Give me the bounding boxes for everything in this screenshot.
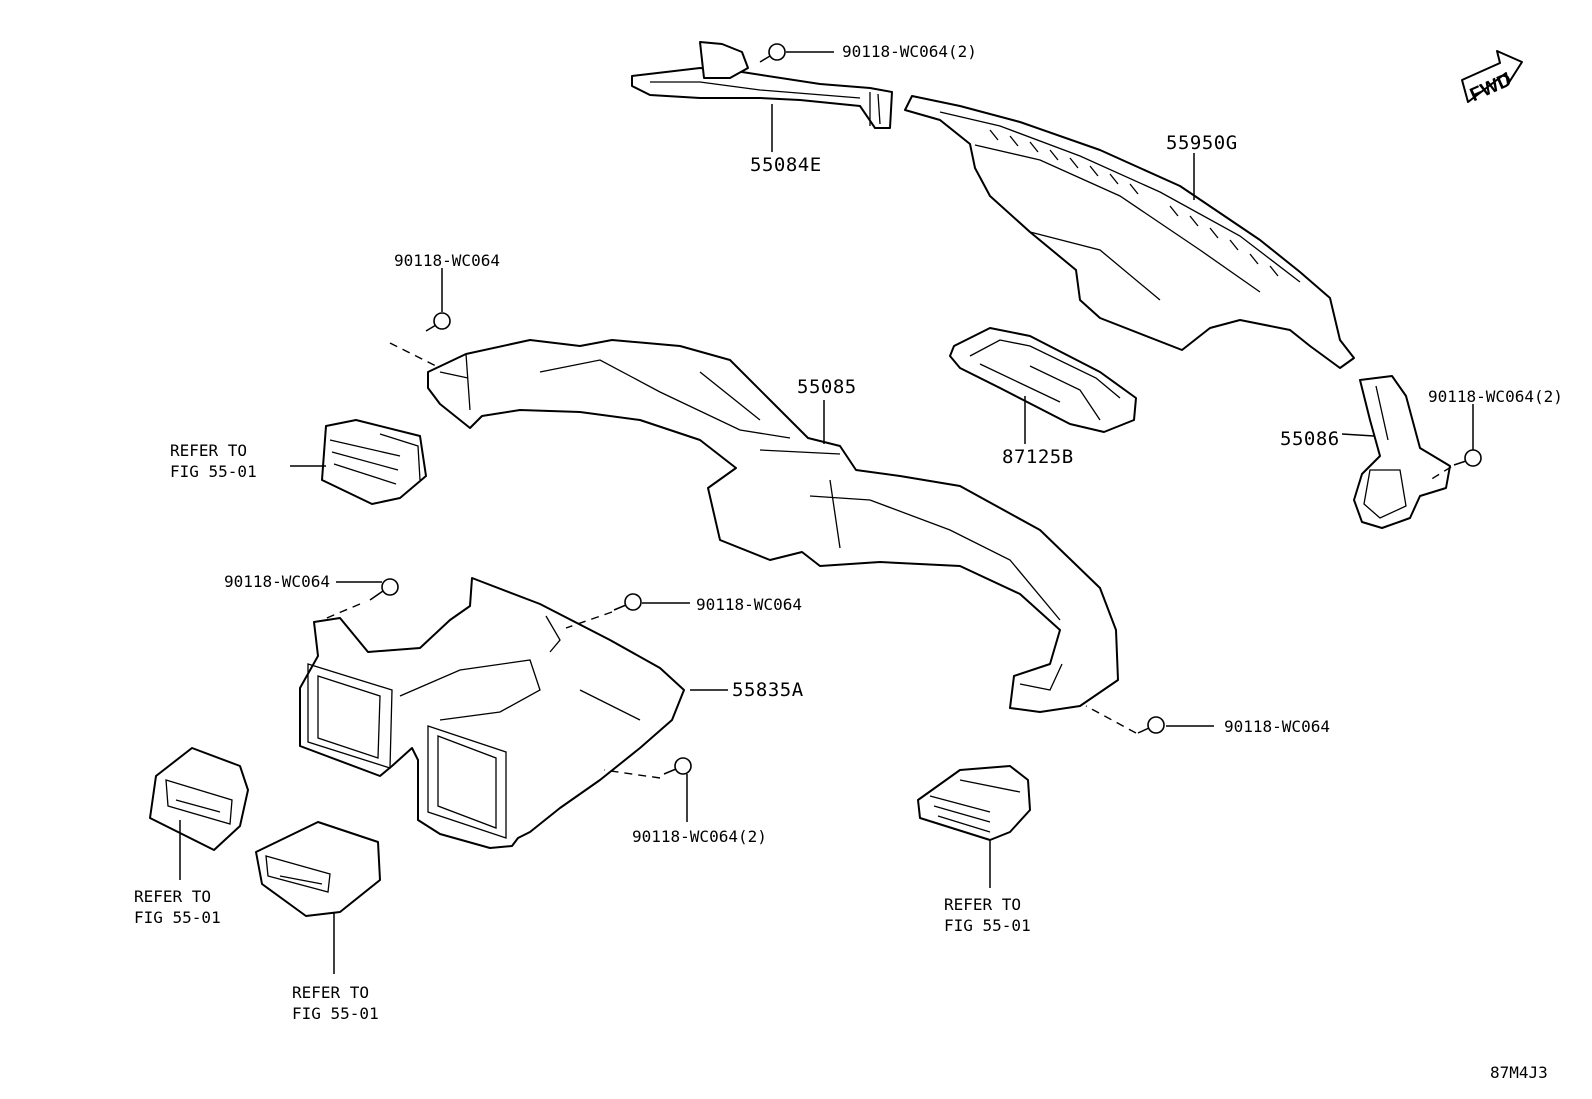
refer-note: REFER TO FIG 55-01 [944, 895, 1031, 935]
leader-lines [179, 51, 1474, 974]
fastener-paths [321, 342, 1452, 779]
screw-icon [1137, 716, 1165, 734]
fastener-label: 90118-WC064 [394, 251, 500, 270]
vent-right [917, 765, 1031, 841]
fastener-label: 90118-WC064(2) [1428, 387, 1563, 406]
screw-icon [759, 43, 786, 63]
screw-icon [369, 578, 399, 601]
part-label-55835a: 55835A [732, 679, 804, 701]
refer-note: REFER TO FIG 55-01 [170, 441, 257, 481]
part-label-55085: 55085 [797, 376, 857, 398]
diagram-code: 87M4J3 [1490, 1063, 1548, 1082]
duct-55835a [299, 577, 685, 849]
part-label-55084e: 55084E [750, 154, 822, 176]
fastener-label: 90118-WC064 [224, 572, 330, 591]
screw-icon [613, 593, 642, 611]
fastener-label: 90118-WC064(2) [842, 42, 977, 61]
duct-55950g [904, 95, 1355, 369]
vent-bottom-center [255, 821, 381, 917]
vent-left-upper [321, 419, 427, 505]
screw-icon [663, 757, 692, 775]
fwd-arrow-icon: FWD [1461, 50, 1523, 106]
screw-icon [425, 312, 451, 332]
refer-note: REFER TO FIG 55-01 [292, 983, 379, 1023]
vent-bottom-left [149, 747, 249, 851]
duct-55086 [1353, 375, 1451, 529]
part-label-87125b: 87125B [1002, 446, 1074, 468]
screw-icon [1453, 449, 1482, 467]
duct-55084e [631, 41, 893, 129]
fastener-label: 90118-WC064 [696, 595, 802, 614]
refer-note: REFER TO FIG 55-01 [134, 887, 221, 927]
part-label-55086: 55086 [1280, 428, 1340, 450]
filter-87125b [949, 327, 1137, 433]
part-label-55950g: 55950G [1166, 132, 1238, 154]
fastener-label: 90118-WC064 [1224, 717, 1330, 736]
fastener-label: 90118-WC064(2) [632, 827, 767, 846]
duct-55085 [427, 339, 1119, 713]
